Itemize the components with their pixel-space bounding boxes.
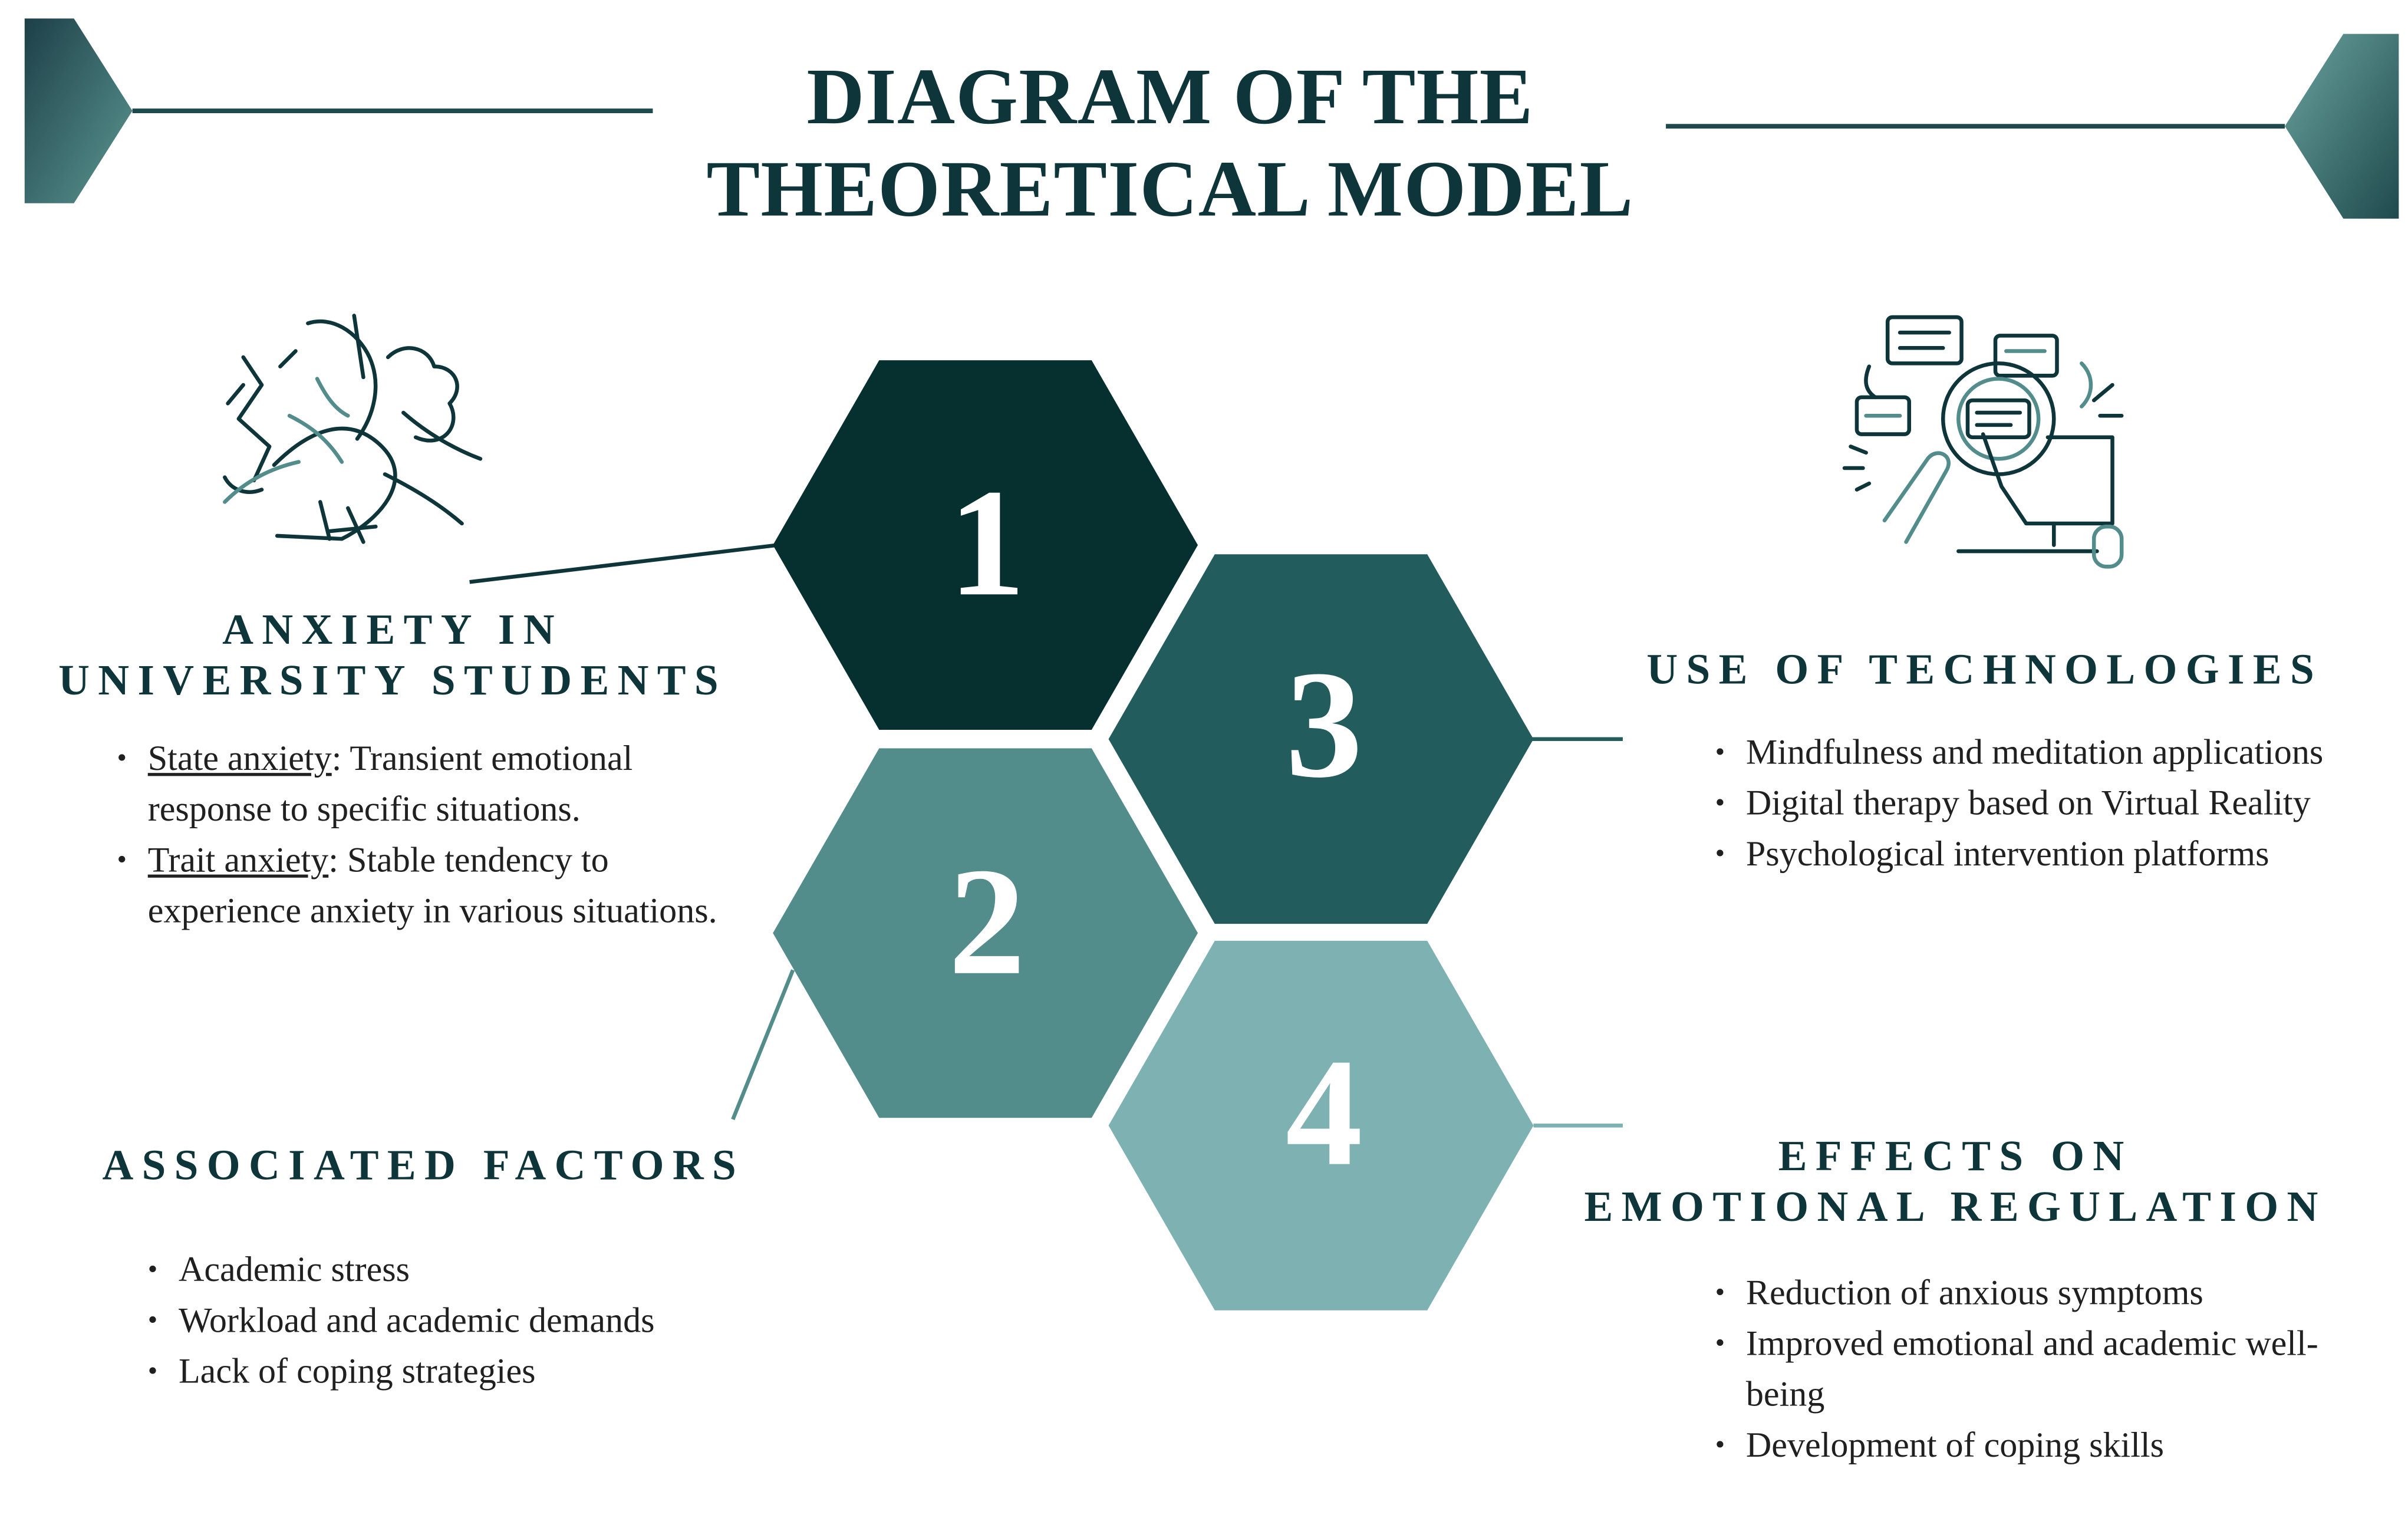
page-title-line1: DIAGRAM OF THE [806,54,1534,142]
state-anxiety-text: : Transient emotional response to specif… [147,739,633,829]
left-corner-ornament [24,18,133,203]
hexagon-2-number: 2 [948,837,1026,1007]
hexagon-1-shape [773,360,1198,730]
hexagon-1: 1 [773,360,1198,730]
hexagon-4-shape [1108,940,1534,1310]
anxiety-list: State anxiety: Transient emotional respo… [117,733,749,936]
anxiety-section-title: ANXIETY IN UNIVERSITY STUDENTS [25,605,760,706]
effects-title-line1: EFFECTS ON [1778,1133,2133,1181]
factors-list-item: Lack of coping strategies [148,1346,733,1397]
technologies-list-item: Psychological intervention platforms [1715,828,2331,879]
hexagon-1-number: 1 [948,457,1026,628]
factors-list: Academic stress Workload and academic de… [148,1244,733,1397]
anxiety-title-line1: ANXIETY IN [222,607,563,655]
connector-2 [731,969,795,1121]
hexagon-3-number: 3 [1286,639,1363,809]
trait-anxiety-term: Trait anxiety [147,841,329,880]
hexagon-4-number: 4 [1286,1028,1363,1198]
effects-section-title: EFFECTS ON EMOTIONAL REGULATION [1540,1132,2371,1233]
anxiety-title-line2: UNIVERSITY STUDENTS [58,657,727,706]
anxious-head-icon [223,314,483,544]
factors-list-item: Workload and academic demands [148,1295,733,1346]
anxiety-list-item: Trait anxiety: Stable tendency to experi… [117,835,749,936]
page-title-line2: THEORETICAL MODEL [706,146,1634,235]
hexagon-3-shape [1108,554,1534,924]
effects-list-item: Development of coping skills [1715,1420,2331,1470]
technologies-list-item: Digital therapy based on Virtual Reality [1715,778,2331,828]
connector-1 [469,543,778,584]
factors-list-item: Academic stress [148,1244,733,1295]
effects-list: Reduction of anxious symptoms Improved e… [1715,1267,2331,1471]
factors-section-title: ASSOCIATED FACTORS [102,1142,745,1190]
technologies-list: Mindfulness and meditation applications … [1715,727,2331,880]
trait-anxiety-text: : Stable tendency to experience anxiety … [147,841,717,930]
state-anxiety-term: State anxiety [147,739,332,778]
anxiety-list-item: State anxiety: Transient emotional respo… [117,733,749,834]
effects-list-item: Reduction of anxious symptoms [1715,1267,2331,1318]
hexagon-4: 4 [1108,940,1534,1310]
technologies-list-item: Mindfulness and meditation applications [1715,727,2331,778]
page-title: DIAGRAM OF THE THEORETICAL MODEL [554,52,1786,237]
technology-devices-icon [1842,315,2124,569]
hexagon-2-shape [773,748,1198,1118]
technologies-section-title: USE OF TECHNOLOGIES [1646,646,2323,694]
effects-title-line2: EMOTIONAL REGULATION [1584,1184,2327,1232]
hexagon-2: 2 [773,748,1198,1118]
hexagon-3: 3 [1108,554,1534,924]
effects-list-item: Improved emotional and academic well-bei… [1715,1318,2331,1420]
right-corner-ornament [2285,34,2399,219]
